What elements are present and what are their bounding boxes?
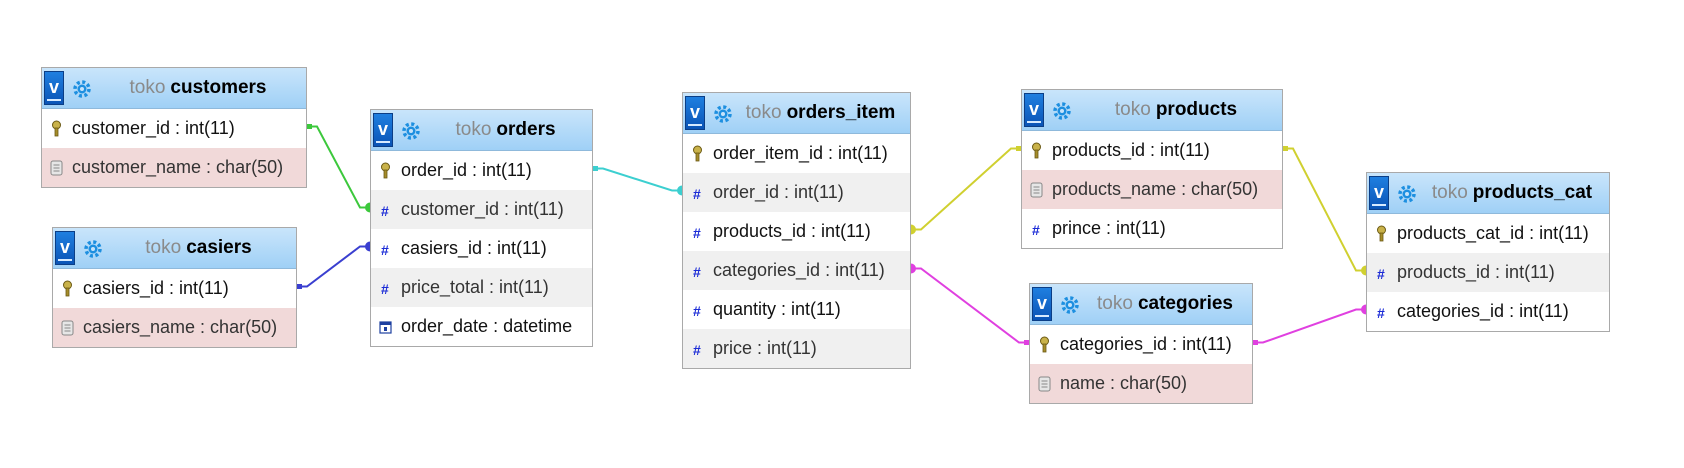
- column-row[interactable]: #customer_id : int(11): [371, 190, 592, 229]
- toggle-view-button[interactable]: v: [1024, 93, 1044, 127]
- column-row[interactable]: order_item_id : int(11): [683, 134, 910, 173]
- column-row[interactable]: #price_total : int(11): [371, 268, 592, 307]
- key-icon: [1040, 336, 1049, 353]
- column-row[interactable]: customer_id : int(11): [42, 109, 306, 148]
- gear-icon[interactable]: [1052, 101, 1072, 121]
- number-icon: #: [1377, 305, 1385, 321]
- column-row[interactable]: products_id : int(11): [1022, 131, 1282, 170]
- toggle-view-button[interactable]: v: [44, 71, 64, 105]
- key-icon: [1377, 225, 1386, 242]
- column-row[interactable]: #prince : int(11): [1022, 209, 1282, 248]
- relation-origin-marker: [1253, 340, 1258, 345]
- gear-icon[interactable]: [1060, 295, 1080, 315]
- key-icon: [1032, 142, 1041, 159]
- column-row[interactable]: #products_id : int(11): [683, 212, 910, 251]
- toggle-view-button[interactable]: v: [1032, 287, 1052, 321]
- number-icon: #: [693, 303, 701, 319]
- column-row[interactable]: products_cat_id : int(11): [1367, 214, 1609, 253]
- relation-line: [911, 147, 1021, 231]
- column-row[interactable]: #price : int(11): [683, 329, 910, 368]
- column-row[interactable]: #products_id : int(11): [1367, 253, 1609, 292]
- relation-line: [297, 245, 370, 288]
- column-row[interactable]: #quantity : int(11): [683, 290, 910, 329]
- relation-line: [911, 267, 1029, 344]
- gear-icon[interactable]: [72, 79, 92, 99]
- number-icon: #: [381, 203, 389, 219]
- column-row[interactable]: name : char(50): [1030, 364, 1252, 403]
- number-icon: #: [693, 342, 701, 358]
- key-icon: [381, 162, 390, 179]
- relation-origin-marker: [1283, 146, 1288, 151]
- number-icon: #: [1032, 222, 1040, 238]
- column-row[interactable]: #categories_id : int(11): [683, 251, 910, 290]
- key-icon: [693, 145, 702, 162]
- relation-line: [1253, 308, 1366, 344]
- relation-line: [307, 125, 370, 209]
- text-field-icon: [1038, 376, 1051, 392]
- relation-line: [593, 167, 682, 192]
- column-row[interactable]: #casiers_id : int(11): [371, 229, 592, 268]
- toggle-view-button[interactable]: v: [1369, 176, 1389, 210]
- number-icon: #: [1377, 266, 1385, 282]
- key-icon: [63, 280, 72, 297]
- number-icon: #: [693, 225, 701, 241]
- column-row[interactable]: #categories_id : int(11): [1367, 292, 1609, 331]
- gear-icon[interactable]: [713, 104, 733, 124]
- column-row[interactable]: #order_id : int(11): [683, 173, 910, 212]
- text-field-icon: [1030, 182, 1043, 198]
- text-field-icon: [61, 320, 74, 336]
- number-icon: #: [381, 281, 389, 297]
- column-row[interactable]: casiers_name : char(50): [53, 308, 296, 347]
- relation-origin-marker: [1016, 146, 1021, 151]
- number-icon: #: [381, 242, 389, 258]
- number-icon: #: [693, 264, 701, 280]
- relation-origin-marker: [297, 284, 302, 289]
- key-icon: [52, 120, 61, 137]
- calendar-icon: [379, 321, 392, 334]
- toggle-view-button[interactable]: v: [373, 113, 393, 147]
- column-row[interactable]: casiers_id : int(11): [53, 269, 296, 308]
- gear-icon[interactable]: [83, 239, 103, 259]
- column-row[interactable]: customer_name : char(50): [42, 148, 306, 187]
- column-row[interactable]: categories_id : int(11): [1030, 325, 1252, 364]
- gear-icon[interactable]: [401, 121, 421, 141]
- relation-origin-marker: [593, 166, 598, 171]
- gear-icon[interactable]: [1397, 184, 1417, 204]
- relation-origin-marker: [1024, 340, 1029, 345]
- toggle-view-button[interactable]: v: [55, 231, 75, 265]
- column-row[interactable]: order_id : int(11): [371, 151, 592, 190]
- number-icon: #: [693, 186, 701, 202]
- column-row[interactable]: products_name : char(50): [1022, 170, 1282, 209]
- toggle-view-button[interactable]: v: [685, 96, 705, 130]
- text-field-icon: [50, 160, 63, 176]
- column-row[interactable]: order_date : datetime: [371, 307, 592, 346]
- relation-line: [1283, 147, 1366, 272]
- relation-origin-marker: [307, 124, 312, 129]
